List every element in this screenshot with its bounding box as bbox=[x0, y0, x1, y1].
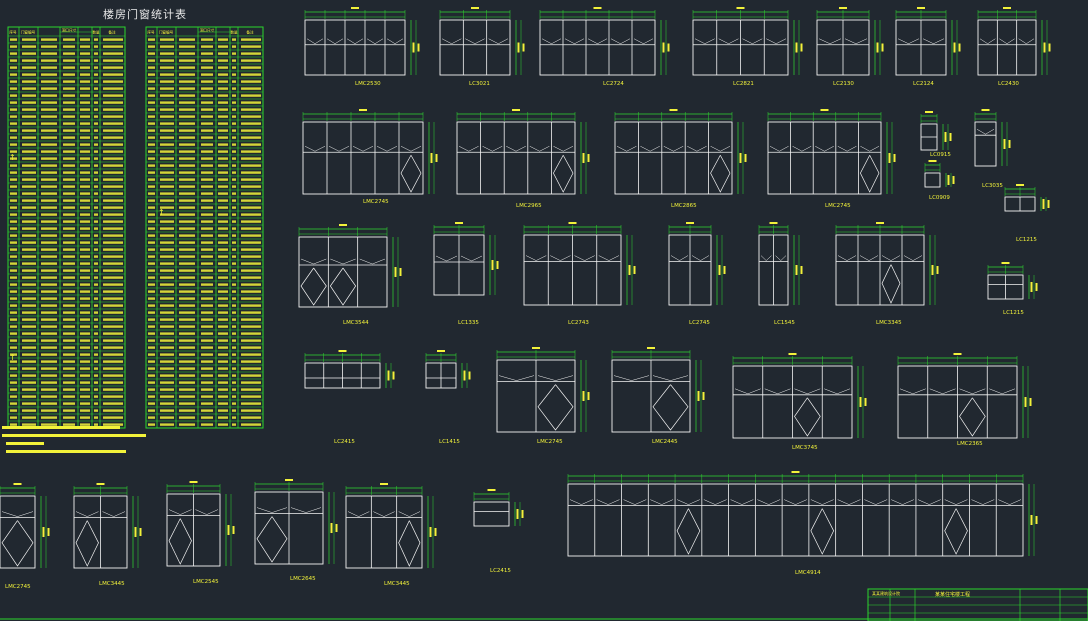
window-elevation: LC0909 bbox=[924, 160, 955, 201]
window-elevation: LC2821 bbox=[692, 7, 803, 87]
window-caption: LMC4914 bbox=[795, 570, 821, 576]
window-elevation: LC3035 bbox=[974, 109, 1011, 189]
window-elevation: LC2743 bbox=[523, 222, 636, 326]
window-caption: LC3021 bbox=[469, 81, 490, 87]
schedule-table-right: 序号门窗编号 洞口尺寸 数量 备注 bbox=[145, 26, 264, 429]
window-elevation: LMC2445 bbox=[611, 347, 705, 445]
window-elevation: LC2415 bbox=[304, 350, 395, 445]
window-elevation: LC0915 bbox=[920, 111, 952, 158]
door-window-schedule-table: 序号门窗编号洞口尺寸数量备注序号门窗编号洞口尺寸数量备注↑↑↑ bbox=[2, 26, 264, 453]
highlight-bar bbox=[6, 442, 44, 445]
table-header-cell: 备注 bbox=[246, 30, 254, 35]
table-header-cell: 洞口尺寸 bbox=[200, 28, 215, 33]
window-caption: LC1545 bbox=[774, 320, 795, 326]
window-caption: LC2743 bbox=[568, 320, 589, 326]
window-caption: LMC2365 bbox=[957, 441, 983, 447]
highlight-bar bbox=[6, 450, 126, 453]
window-elevation: LMC3345 bbox=[835, 222, 939, 326]
table-header-cell: 门窗编号 bbox=[159, 30, 174, 35]
window-caption: LC3035 bbox=[982, 183, 1003, 189]
highlight-bar bbox=[2, 426, 120, 429]
window-caption: LMC2745 bbox=[825, 203, 851, 209]
window-elevation: LMC3445 bbox=[73, 483, 142, 587]
window-caption: LC1415 bbox=[439, 439, 460, 445]
row-marker: ↑ bbox=[9, 353, 16, 362]
title-block-project: 某某住宅楼工程 bbox=[935, 591, 970, 598]
sheet-title: 楼房门窗统计表 bbox=[103, 8, 187, 21]
window-elevation: LC3021 bbox=[439, 7, 525, 87]
window-caption: LC2430 bbox=[998, 81, 1019, 87]
window-caption: LMC3544 bbox=[343, 320, 369, 326]
window-caption: LMC2865 bbox=[671, 203, 697, 209]
window-caption: LMC2965 bbox=[516, 203, 542, 209]
window-caption: LMC2645 bbox=[290, 576, 316, 582]
window-caption: LC1335 bbox=[458, 320, 479, 326]
window-caption: LMC2545 bbox=[193, 579, 219, 585]
window-caption: LMC3345 bbox=[876, 320, 902, 326]
window-elevation: LMC2645 bbox=[254, 479, 338, 582]
window-caption: LC0909 bbox=[929, 195, 950, 201]
window-elevation: LC2724 bbox=[539, 7, 670, 87]
title-block-company: 某某建筑设计院 bbox=[872, 590, 900, 596]
window-elevation: LC2415 bbox=[473, 489, 524, 574]
title-block: 某某建筑设计院 某某住宅楼工程 bbox=[0, 588, 1088, 621]
window-caption: LC0915 bbox=[930, 152, 951, 158]
window-elevation: LMC2745 bbox=[0, 483, 50, 590]
window-caption: LC1215 bbox=[1003, 310, 1024, 316]
window-caption: LMC2530 bbox=[355, 81, 381, 87]
window-elevation: LC2124 bbox=[895, 7, 961, 87]
highlight-bar bbox=[2, 434, 146, 437]
window-caption: LC2745 bbox=[689, 320, 710, 326]
row-marker: ↑ bbox=[9, 153, 16, 162]
table-header-cell: 数量 bbox=[92, 30, 100, 35]
window-elevation: LMC2965 bbox=[456, 109, 590, 209]
table-header-cell: 洞口尺寸 bbox=[62, 28, 77, 33]
window-elevation: LMC2530 bbox=[304, 7, 420, 87]
window-caption: LMC3745 bbox=[792, 445, 818, 451]
window-elevation: LMC2745 bbox=[767, 109, 896, 209]
window-caption: LC2124 bbox=[913, 81, 934, 87]
window-elevation: LC1215 bbox=[987, 262, 1038, 316]
window-elevation: LMC3544 bbox=[298, 224, 402, 326]
window-elevation: LMC3745 bbox=[732, 353, 867, 451]
table-header-cell: 门窗编号 bbox=[21, 30, 36, 35]
window-elevation: LMC4914 bbox=[567, 471, 1038, 576]
row-marker: ↑ bbox=[158, 208, 165, 217]
window-caption: LC2724 bbox=[603, 81, 624, 87]
window-caption: LC2415 bbox=[334, 439, 355, 445]
window-elevation: LC2130 bbox=[816, 7, 884, 87]
table-header-cell: 序号 bbox=[147, 30, 155, 35]
window-caption: LMC3445 bbox=[384, 581, 410, 587]
window-caption: LC2821 bbox=[733, 81, 754, 87]
window-caption: LMC2745 bbox=[363, 199, 389, 205]
window-elevation: LMC2745 bbox=[496, 347, 590, 445]
schedule-table-left: 序号门窗编号 洞口尺寸 数量 备注 bbox=[7, 26, 126, 429]
table-header-cell: 序号 bbox=[9, 30, 17, 35]
table-header-cell: 备注 bbox=[108, 30, 116, 35]
window-caption: LMC2445 bbox=[652, 439, 678, 445]
window-caption: LMC2745 bbox=[537, 439, 563, 445]
window-elevation: LC1415 bbox=[425, 350, 471, 445]
window-caption: LC1215 bbox=[1016, 237, 1037, 243]
window-elevation: LC1215 bbox=[1004, 184, 1050, 243]
window-elevation: LMC2545 bbox=[166, 481, 235, 585]
window-elevation: LMC2365 bbox=[897, 353, 1032, 447]
window-elevation: LC2745 bbox=[668, 222, 726, 326]
window-caption: LC2415 bbox=[490, 568, 511, 574]
window-elevation: LMC3445 bbox=[345, 483, 437, 587]
window-elevation: LC1545 bbox=[758, 222, 803, 326]
window-caption: LMC3445 bbox=[99, 581, 125, 587]
window-caption: LMC2745 bbox=[5, 584, 31, 590]
window-elevation: LC2430 bbox=[977, 7, 1051, 87]
window-caption: LC2130 bbox=[833, 81, 854, 87]
window-elevation: LC1335 bbox=[433, 222, 499, 326]
window-elevation: LMC2745 bbox=[302, 109, 438, 205]
table-header-cell: 数量 bbox=[230, 30, 238, 35]
window-elevation: LMC2865 bbox=[614, 109, 747, 209]
